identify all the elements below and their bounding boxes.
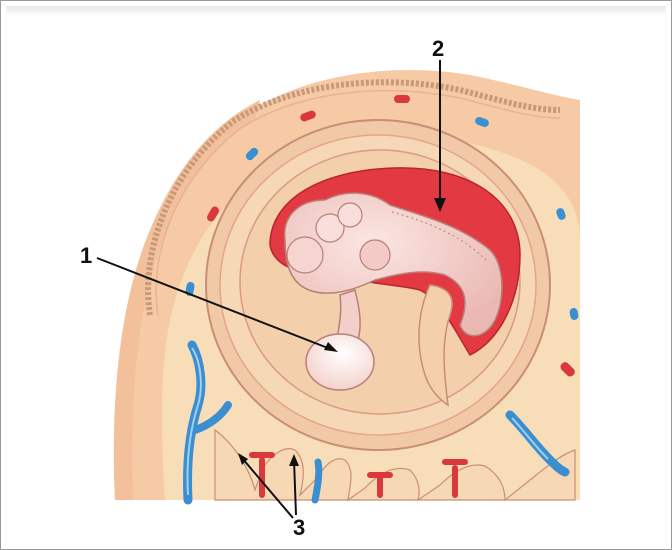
vein-bottom xyxy=(315,462,319,500)
embryo-head-bulge xyxy=(287,237,323,273)
embryo-brain-bulge xyxy=(338,203,362,227)
label-1: 1 xyxy=(80,243,92,269)
label-2: 2 xyxy=(432,36,444,62)
vessel-wall-2 xyxy=(394,95,410,103)
embryo-heart-bulge xyxy=(360,240,390,270)
label-3: 3 xyxy=(293,515,305,541)
